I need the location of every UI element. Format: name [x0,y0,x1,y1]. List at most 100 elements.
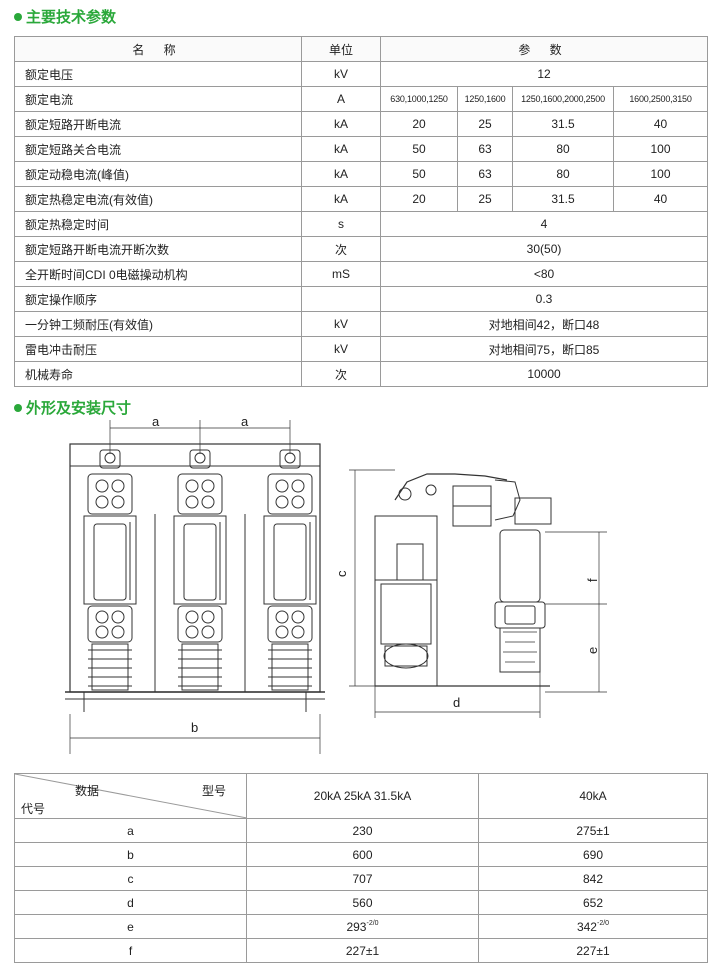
param-unit: mS [301,261,381,287]
param-value: 25 [457,111,513,137]
table-row: 雷电冲击耐压 kV 对地相间75，断口85 [14,336,709,362]
tech-params-table: 名 称 单位 参 数 额定电压 kV 12 额定电流 A 630,1000,12… [14,36,709,387]
bolt-icon [201,495,215,509]
bolt-icon [185,479,199,493]
pole-clamp [177,473,223,515]
param-name: 额定操作顺序 [14,286,302,312]
front-view-drawing: a a b [65,414,325,754]
dimension-a: a a [109,414,291,454]
param-value: 25 [457,186,513,212]
param-value: 100 [612,136,709,162]
param-value: 31.5 [512,111,614,137]
param-value: 1250,1600,2000,2500 [512,86,614,112]
dimension-table: 数据 型号 代号 20kA 25kA 31.5kA 40kA a 230 275… [14,773,708,963]
insulator [91,643,129,691]
param-name: 一分钟工频耐压(有效值) [14,311,302,337]
dimension-b: b [69,714,321,754]
param-value: 40 [612,186,709,212]
pole-lower-clamp [87,605,133,643]
dim-value: 560 [246,890,479,915]
param-name: 额定短路开断电流 [14,111,302,137]
bullet-dot-icon [14,403,22,412]
dim-label-e: e [585,647,600,654]
pole-clamp [87,473,133,515]
param-unit: kA [301,136,381,162]
table-header-row: 名 称 单位 参 数 [14,36,709,62]
param-name: 额定动稳电流(峰值) [14,161,302,187]
param-value: 30(50) [379,236,709,262]
bolt-icon [275,495,289,509]
dim-label-f: f [585,578,600,582]
param-value: 630,1000,1250 [380,86,458,112]
dimension-table-header: 数据 型号 代号 20kA 25kA 31.5kA 40kA [14,773,708,819]
bolt-icon [185,495,199,509]
param-value: 对地相间42，断口48 [379,311,709,337]
param-value: 4 [379,211,709,237]
dim-label-b: b [191,720,198,735]
dim-code: e [14,914,247,939]
table-row: 额定短路开断电流 kA 20 25 31.5 40 [14,111,709,137]
table-row: 额定短路关合电流 kA 50 63 80 100 [14,136,709,162]
pole-top-terminal [279,449,301,469]
header-col2: 40kA [478,773,708,819]
table-row: 额定操作顺序 0.3 [14,286,709,312]
pole-body [83,515,137,605]
param-unit: kV [301,311,381,337]
bolt-icon [291,625,305,639]
param-value: 50 [380,136,458,162]
tolerance: -2/0 [366,919,379,927]
table-row: 额定短路开断电流开断次数 次 30(50) [14,236,709,262]
param-unit: kA [301,161,381,187]
header-name: 名 称 [14,36,302,62]
dim-label-c: c [335,570,349,577]
param-unit: kA [301,111,381,137]
interrupter [93,523,127,601]
param-value: 1600,2500,3150 [612,86,709,112]
pole-body [263,515,317,605]
bolt-icon [275,610,289,624]
bolt-icon [95,610,109,624]
bolt-icon [291,479,305,493]
param-unit: s [301,211,381,237]
table-row: c 707 842 [14,866,708,891]
param-name: 额定短路关合电流 [14,136,302,162]
param-value: 20 [380,186,458,212]
param-value: 12 [379,61,709,87]
param-value: 80 [512,161,614,187]
header-col1: 20kA 25kA 31.5kA [246,773,479,819]
dim-value: 293-2/0 [246,914,479,939]
pole-lower-clamp [177,605,223,643]
dim-value: 652 [478,890,708,915]
bolt-icon [95,495,109,509]
diagonal-line [15,774,247,818]
dimension-c: c [335,469,395,687]
section-title-tech-params: 主要技术参数 [14,6,116,27]
dimension-d: d [374,672,541,718]
bolt-icon [185,625,199,639]
dimension-e: e [545,604,607,693]
bolt-icon [201,625,215,639]
param-name: 机械寿命 [14,361,302,387]
table-row: 机械寿命 次 10000 [14,361,709,387]
bolt-icon [291,610,305,624]
param-value: 80 [512,136,614,162]
param-name: 全开断时间CDI 0电磁操动机构 [14,261,302,287]
section-title-dimensions: 外形及安装尺寸 [14,397,131,418]
bolt-icon [201,479,215,493]
dim-value: 275±1 [478,818,708,843]
bolt-icon [185,610,199,624]
dim-value: 600 [246,842,479,867]
param-value: 对地相间75，断口85 [379,336,709,362]
param-name: 额定热稳定时间 [14,211,302,237]
dim-label-d: d [453,695,460,710]
tolerance: -2/0 [596,919,610,927]
param-unit [301,286,381,312]
side-view-drawing: c d f e [335,469,607,718]
dim-value: 842 [478,866,708,891]
diagonal-header-cell: 数据 型号 代号 [14,773,247,819]
param-value: 100 [612,161,709,187]
param-value: 20 [380,111,458,137]
param-value: 10000 [379,361,709,387]
dimension-f: f [545,531,607,605]
bolt-icon [201,610,215,624]
